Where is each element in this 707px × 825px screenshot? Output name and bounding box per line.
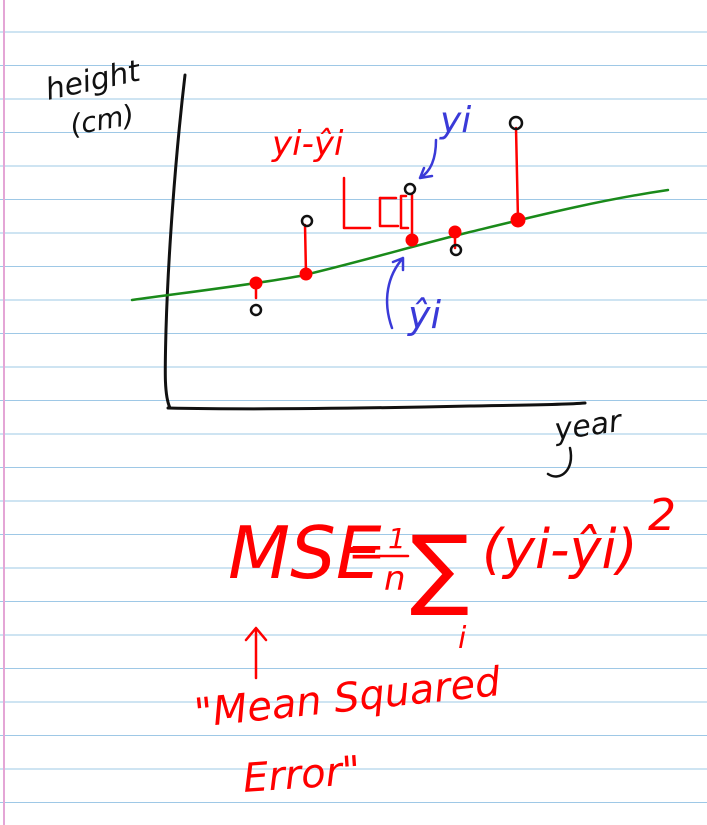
mse-formula: MSE = 1 n ∑ i (yi-ŷi) 2 (228, 490, 676, 656)
actual-point (449, 243, 463, 257)
note-line2: Error" (241, 748, 361, 802)
ruled-lines (0, 31, 707, 803)
residual-label: yi-ŷi (271, 124, 344, 164)
residual-segment (514, 126, 520, 222)
predicted-label: ŷi (407, 293, 441, 337)
predicted-point (510, 212, 526, 228)
x-axis (166, 401, 587, 411)
y-axis-label-line2: (cm) (67, 98, 136, 142)
predicted-point (448, 225, 462, 239)
predicted-point (299, 267, 313, 281)
x-axis-label: year (551, 404, 625, 448)
hook-arrow-icon (385, 256, 405, 330)
formula-sum-index: i (458, 621, 467, 656)
formula-term: (yi-ŷi) (482, 518, 638, 581)
predicted-point (249, 276, 263, 290)
regression-line (130, 188, 670, 302)
formula-denominator: n (384, 559, 406, 599)
residual-segment (303, 223, 308, 276)
predicted-point (405, 233, 419, 247)
actual-point (300, 214, 314, 228)
arrow-up-icon (244, 626, 268, 680)
actual-point (249, 303, 263, 317)
actual-point (403, 182, 417, 196)
actual-label: yi (439, 100, 471, 141)
y-axis-label: height (cm) (42, 53, 144, 141)
formula-lhs: MSE (228, 511, 382, 595)
actual-points (249, 115, 524, 317)
actual-point (508, 115, 524, 131)
bracket-icon (342, 176, 410, 230)
x-axis-label-tail (546, 446, 573, 478)
y-axis (163, 73, 187, 410)
hook-arrow-icon (418, 138, 438, 180)
note-line1: "Mean Squared (192, 659, 503, 737)
formula-equals: = (348, 526, 385, 577)
formula-numerator: 1 (388, 522, 406, 555)
predicted-points (249, 212, 526, 290)
formula-exponent: 2 (648, 490, 676, 541)
formula-sum: ∑ (410, 516, 469, 619)
